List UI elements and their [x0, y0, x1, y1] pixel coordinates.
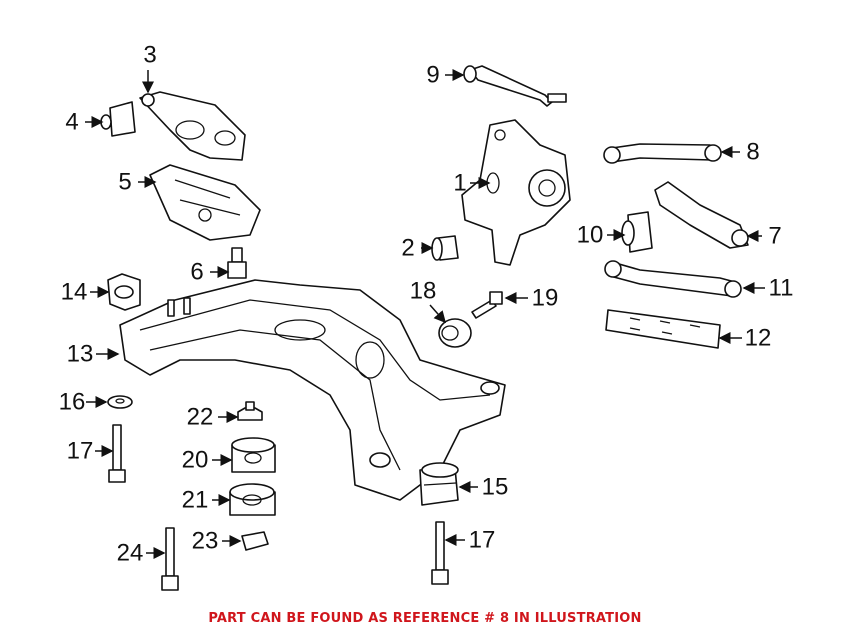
part-16-washer — [107, 395, 133, 409]
reference-caption: PART CAN BE FOUND AS REFERENCE # 8 IN IL… — [208, 611, 642, 626]
callout-16: 16 — [59, 388, 86, 415]
callout-8: 8 — [746, 138, 759, 165]
callout-7: 7 — [768, 222, 781, 249]
part-24-bolt — [161, 527, 179, 591]
callout-21: 21 — [182, 486, 209, 513]
part-23-clip — [241, 531, 269, 551]
callout-17-right: 17 — [469, 526, 496, 553]
callout-4: 4 — [65, 108, 78, 135]
leader-arrows — [85, 69, 765, 559]
callout-14: 14 — [61, 278, 88, 305]
callout-15: 15 — [482, 473, 509, 500]
part-11-arm — [604, 260, 742, 298]
callout-2: 2 — [401, 234, 414, 261]
part-3-control-arm — [139, 91, 246, 161]
part-19-bolt — [471, 291, 503, 319]
callout-5: 5 — [118, 168, 131, 195]
callout-20: 20 — [182, 446, 209, 473]
callout-11: 11 — [769, 274, 794, 301]
callout-12: 12 — [745, 324, 772, 351]
part-17-bolt-right — [431, 521, 449, 585]
callout-18: 18 — [410, 277, 437, 304]
callout-22: 22 — [187, 403, 214, 430]
part-1-knuckle — [461, 119, 571, 266]
part-18-bushing — [438, 318, 472, 348]
callout-3: 3 — [143, 41, 156, 68]
callout-1: 1 — [453, 169, 466, 196]
part-2-bushing — [431, 235, 459, 261]
part-15-mount — [419, 462, 459, 506]
callout-19: 19 — [532, 284, 559, 311]
part-12-shield — [605, 309, 721, 349]
callout-numbers: 1 2 3 4 5 6 7 8 9 10 11 12 13 14 15 16 1… — [59, 41, 794, 566]
callout-23: 23 — [192, 527, 219, 554]
callout-6: 6 — [190, 258, 203, 285]
callout-13: 13 — [67, 340, 94, 367]
callout-24: 24 — [117, 539, 144, 566]
part-5-cover — [149, 164, 261, 241]
callout-10: 10 — [577, 221, 604, 248]
part-7-arm — [654, 181, 749, 249]
part-13-subframe — [119, 279, 506, 501]
part-17-bolt-left — [108, 424, 126, 483]
part-21-bushing — [229, 483, 276, 516]
part-10-bushing — [621, 211, 653, 253]
part-20-bushing — [231, 437, 276, 473]
part-6-bolt — [227, 247, 247, 279]
part-9-link — [463, 65, 567, 107]
part-22-nut — [237, 401, 263, 421]
callout-9: 9 — [426, 61, 439, 88]
part-4-bushing — [100, 101, 136, 137]
part-14-mount — [107, 273, 141, 311]
callout-17-left: 17 — [67, 437, 94, 464]
part-8-arm — [603, 143, 722, 164]
